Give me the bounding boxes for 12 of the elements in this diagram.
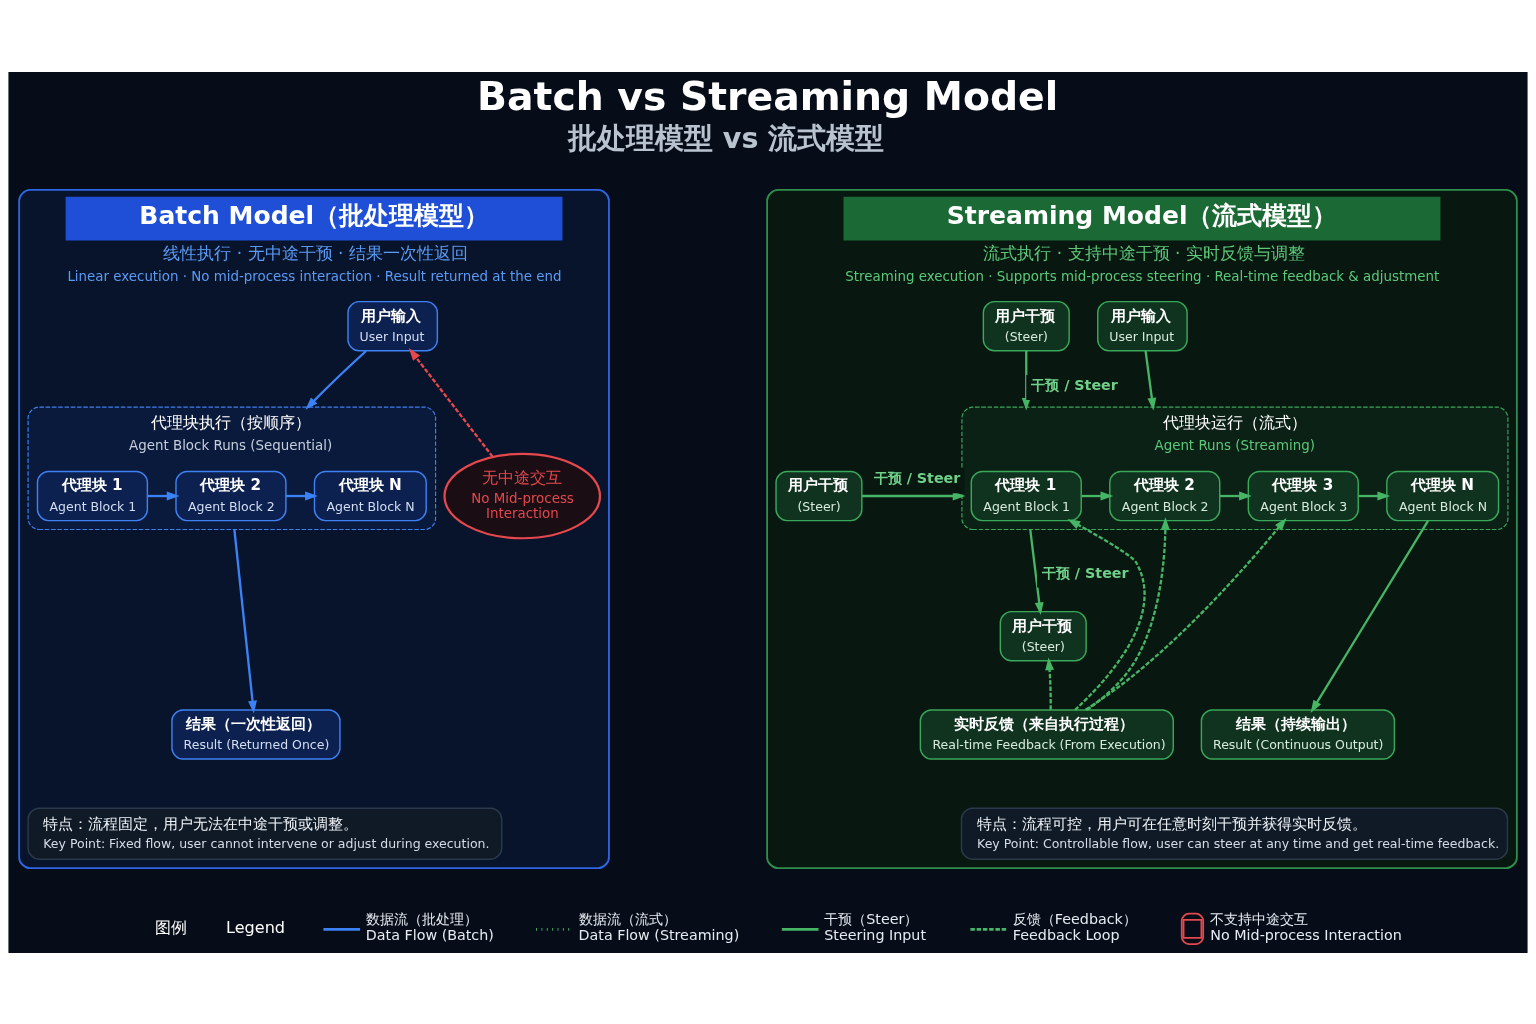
legend-label: 反馈（Feedback） Feedback Loop <box>1012 910 1137 943</box>
label: 批处理模型 vs 流式模型 <box>567 120 885 155</box>
edge-label: 干预 / Steer <box>873 469 961 486</box>
legend-label: 数据流（批处理） Data Flow (Batch) <box>365 910 494 943</box>
edge-label: 干预 / Steer <box>1041 564 1129 580</box>
diagram-title: Batch vs Streaming Model <box>477 73 1059 119</box>
label: 图例 <box>154 917 187 937</box>
legend-label: 干预（Steer） Steering Input <box>824 910 927 943</box>
legend-label: 不支持中途交互 No Mid-process Interaction <box>1210 910 1402 943</box>
label: Legend <box>226 917 286 937</box>
legend-label: 数据流（流式） Data Flow (Streaming) <box>578 910 740 943</box>
edge-label: 干预 / Steer <box>1031 376 1118 393</box>
